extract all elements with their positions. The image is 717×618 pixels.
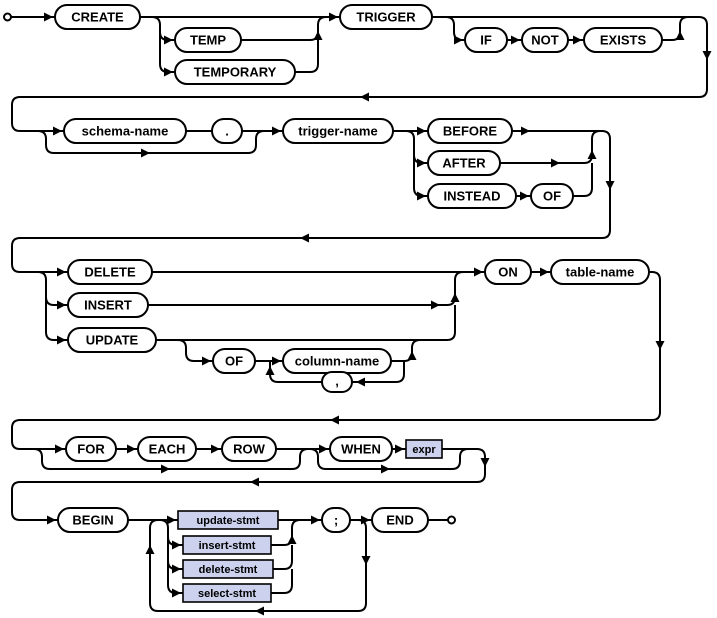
node-temp-label: TEMP [190,33,226,48]
node-instead-label: INSTEAD [443,189,500,204]
node-update-of-label: OF [225,354,243,369]
node-insert: INSERT [67,292,149,318]
node-comma-label: , [335,374,339,389]
node-if: IF [464,27,508,53]
node-column-name-label: column-name [295,354,380,369]
node-temporary-label: TEMPORARY [194,65,277,80]
node-temporary: TEMPORARY [174,59,296,85]
railroad-tracks [11,16,708,612]
node-trigger-name-label: trigger-name [298,124,377,139]
node-if-label: IF [480,33,492,48]
node-update-of: OF [212,348,256,374]
node-semicolon-label: ; [334,513,338,528]
node-comma: , [321,371,353,393]
node-trigger-name: trigger-name [282,118,394,144]
node-row: ROW [221,436,277,462]
node-insert-label: INSERT [84,298,132,313]
node-each-label: EACH [149,442,186,457]
node-after: AFTER [427,150,501,176]
node-begin: BEGIN [57,507,129,533]
node-before: BEFORE [427,118,513,144]
node-of-label: OF [543,189,561,204]
node-temp: TEMP [174,27,242,53]
node-after-label: AFTER [442,156,486,171]
link-select-stmt-label: select-stmt [198,588,256,600]
node-row-label: ROW [233,442,266,457]
node-update: UPDATE [67,327,157,353]
node-for-label: FOR [77,442,105,457]
link-update-stmt[interactable]: update-stmt [177,510,279,530]
node-trigger: TRIGGER [339,4,433,30]
link-delete-stmt[interactable]: delete-stmt [182,559,274,579]
node-schema-name-label: schema-name [82,124,169,139]
node-not-label: NOT [531,33,559,48]
link-insert-stmt[interactable]: insert-stmt [182,535,272,555]
node-dot-label: . [225,124,229,139]
link-delete-stmt-label: delete-stmt [199,564,258,576]
node-dot: . [211,118,243,144]
node-schema-name: schema-name [63,118,187,144]
start-terminal-icon [3,12,12,22]
node-exists-label: EXISTS [600,33,647,48]
node-not: NOT [521,27,569,53]
node-column-name: column-name [282,348,392,374]
node-exists: EXISTS [583,27,663,53]
node-trigger-label: TRIGGER [356,10,416,25]
node-create-label: CREATE [71,10,124,25]
link-expr[interactable]: expr [405,439,443,459]
node-delete-label: DELETE [84,265,136,280]
node-begin-label: BEGIN [72,513,113,528]
node-on-label: ON [498,265,518,280]
node-instead: INSTEAD [427,183,517,209]
node-update-label: UPDATE [86,333,139,348]
node-semicolon: ; [321,507,351,533]
node-create: CREATE [54,4,141,30]
link-insert-stmt-label: insert-stmt [199,540,256,552]
node-table-name-label: table-name [566,265,635,280]
link-expr-label: expr [412,444,436,456]
node-table-name: table-name [550,259,650,285]
node-end: END [371,507,429,533]
node-each: EACH [137,436,197,462]
node-for: FOR [65,436,117,462]
node-end-label: END [386,513,413,528]
node-before-label: BEFORE [443,124,498,139]
node-when-label: WHEN [341,442,381,457]
node-on: ON [484,259,532,285]
end-terminal-icon [447,515,456,525]
link-update-stmt-label: update-stmt [197,515,260,527]
node-delete: DELETE [67,259,153,285]
node-when: WHEN [329,436,393,462]
node-of: OF [530,183,574,209]
link-select-stmt[interactable]: select-stmt [182,583,272,603]
